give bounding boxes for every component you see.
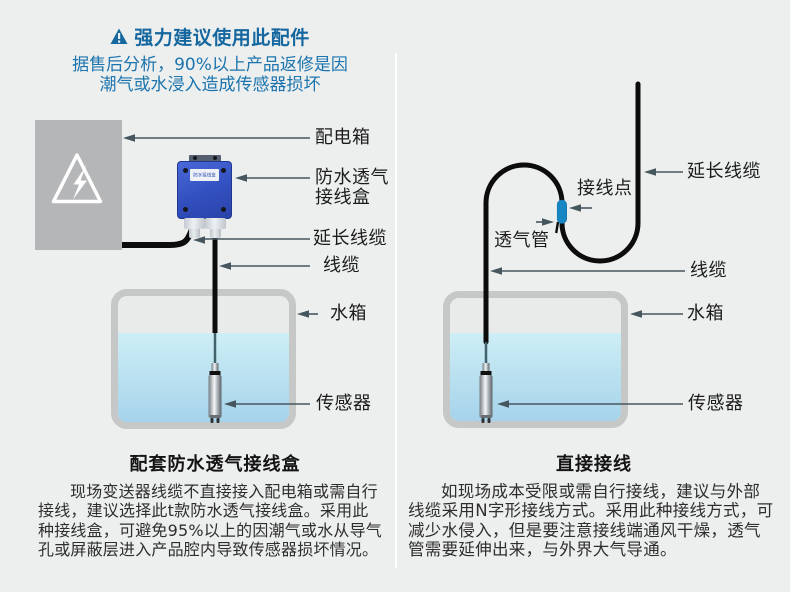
junction-point-connector: [556, 199, 567, 224]
label-breather-tube: 透气管: [494, 230, 550, 251]
junction-box-nameplate: 防水接线盒: [190, 169, 219, 181]
description-left-line4: 孔或屏蔽层进入产品腔内导致传感器损坏情况。: [38, 540, 379, 560]
caption-left: 配套防水透气接线盒: [129, 454, 301, 475]
caption-right: 直接接线: [556, 454, 632, 475]
water-tank-left: [111, 289, 296, 429]
description-left-line1: 现场变送器线缆不直接接入配电箱或需自行: [70, 482, 378, 501]
label-extension-cable-left: 延长线缆: [313, 228, 387, 249]
label-sensor-left: 传感器: [316, 393, 372, 414]
header-subtitle-line1: 据售后分析，90%以上产品返修是因: [72, 55, 348, 75]
description-right-line1: 如现场成本受限或需自行接线，建议与外部: [441, 482, 761, 501]
cable-gland-right-tube: [209, 229, 221, 238]
label-tank-right: 水箱: [687, 303, 724, 324]
arrow-tank-right: [630, 310, 683, 318]
label-junction-box: 防水透气 接线盒: [315, 167, 389, 208]
cable-gland-left-tube: [189, 229, 200, 238]
header-subtitle: 据售后分析，90%以上产品返修是因 潮气或水浸入造成传感器损坏: [45, 55, 375, 95]
distribution-box: [35, 120, 122, 250]
warning-triangle-icon: [110, 28, 128, 44]
cable-gland-right: [204, 218, 226, 229]
description-left-line3: 种接线盒，可避免95%以上的因潮气或水从导气: [38, 520, 382, 540]
header-subtitle-line2: 潮气或水浸入造成传感器损坏: [99, 74, 321, 95]
label-tank-left: 水箱: [330, 303, 367, 324]
description-right: 如现场成本受限或需自行接线，建议与外部 线缆采用N字形接线方式。采用此种接线方式…: [408, 482, 780, 560]
label-cable-left: 线缆: [323, 255, 360, 276]
water-right: [450, 333, 621, 421]
breather-tube-end: [555, 221, 560, 234]
description-right-line2: 线缆采用N字形接线方式。采用此种接线方式，可: [408, 501, 774, 521]
header-title: 强力建议使用此配件: [134, 27, 310, 49]
junction-box: 防水接线盒: [177, 161, 232, 219]
label-extension-cable-right: 延长线缆: [687, 161, 761, 182]
description-right-line4: 管需要延伸出来，与外界大气导通。: [408, 540, 677, 560]
extension-cable-left: [117, 224, 196, 248]
arrow-sensor-left: [224, 400, 310, 408]
arrow-junction-box: [235, 174, 310, 182]
arrow-extension-cable-left: [193, 236, 310, 244]
arrow-junction-point: [569, 204, 592, 212]
label-sensor-right: 传感器: [688, 393, 744, 414]
junction-box-bracket: [189, 155, 221, 162]
label-cable-right: 线缆: [690, 260, 727, 281]
label-arrows: [123, 134, 685, 408]
column-divider: [395, 53, 397, 568]
sensor-right: [479, 363, 493, 423]
arrow-tank-left: [297, 310, 318, 318]
arrow-distribution-box: [123, 134, 310, 142]
cable-gland-left: [184, 218, 205, 229]
arrow-extension-cable-right: [644, 168, 683, 176]
label-junction-point: 接线点: [577, 178, 633, 199]
arrow-cable-right: [490, 267, 685, 275]
description-left: 现场变送器线缆不直接接入配电箱或需自行 接线，建议选择此t款防水透气接线盒。采用…: [38, 482, 383, 560]
electric-hazard-icon: [51, 153, 103, 204]
arrow-cable-left: [219, 262, 310, 270]
arrow-breather-tube: [536, 218, 554, 226]
sensor-left: [208, 363, 222, 423]
description-right-line3: 减少水侵入，但是要注意接线端通风干燥，透气: [408, 520, 761, 540]
description-left-line2: 接线，建议选择此t款防水透气接线盒。采用此: [38, 501, 369, 521]
header: 强力建议使用此配件: [45, 23, 375, 50]
label-distribution-box: 配电箱: [315, 127, 371, 148]
water-left: [118, 333, 289, 422]
water-tank-right: [443, 291, 628, 428]
arrow-sensor-right: [497, 400, 683, 408]
